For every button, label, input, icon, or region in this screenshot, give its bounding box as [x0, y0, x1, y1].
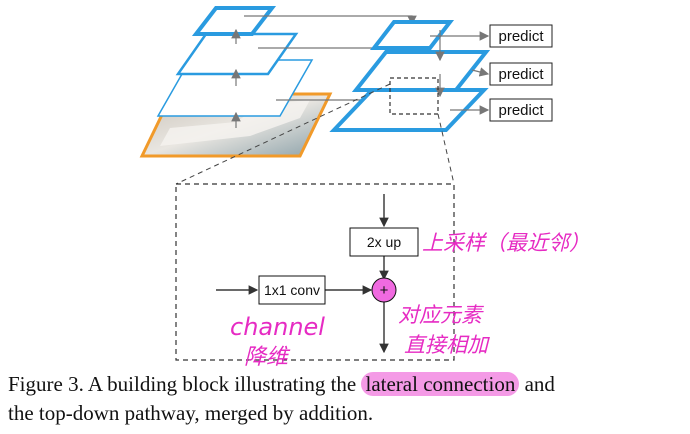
predict-label-middle: predict	[498, 66, 544, 83]
feature-map-small	[191, 6, 277, 36]
predict-box-middle	[489, 62, 553, 86]
zoom-region	[389, 77, 439, 115]
lateral-arrow-top	[244, 15, 417, 26]
add-note-line1: 对应元素	[398, 303, 484, 327]
feature-map-medium	[175, 32, 299, 76]
channel-note-line1: channel	[230, 313, 325, 341]
merged-map-medium	[351, 50, 491, 92]
upsample-label: 2x up	[367, 234, 401, 250]
predict-box-top	[489, 24, 553, 48]
building-block-detail: 2x up 1x1 conv +	[175, 183, 455, 361]
predict-outputs: predict predict predict	[430, 24, 553, 122]
building-block-frame	[175, 183, 455, 361]
add-note-line2: 直接相加	[404, 333, 490, 357]
merged-map-large	[329, 88, 489, 132]
zoom-connector-left	[175, 83, 391, 185]
caption-highlight: lateral connection	[361, 372, 520, 396]
conv-label: 1x1 conv	[264, 282, 320, 298]
channel-note-line2: 降维	[244, 345, 291, 370]
caption-suffix: and	[524, 372, 555, 396]
caption-line-2: the top-down pathway, merged by addition…	[8, 401, 374, 425]
handwritten-annotations: 上采样（最近邻） channel 降维 对应元素 直接相加	[230, 231, 590, 370]
top-down-pyramid	[329, 20, 491, 132]
figure-caption: Figure 3. A building block illustrating …	[8, 370, 688, 428]
caption-line-1: Figure 3. A building block illustrating …	[8, 370, 688, 399]
predict-box-bottom	[489, 98, 553, 122]
caption-prefix: Figure 3. A building block illustrating …	[8, 372, 357, 396]
bottom-up-pyramid	[139, 6, 333, 158]
zoom-connector-right	[437, 113, 455, 185]
upsample-note: 上采样（最近邻）	[422, 231, 590, 255]
predict-label-top: predict	[498, 28, 544, 45]
merged-map-small	[369, 20, 455, 50]
sum-symbol: +	[380, 282, 389, 299]
predict-label-bottom: predict	[498, 102, 544, 119]
predict-arrow	[471, 67, 490, 77]
